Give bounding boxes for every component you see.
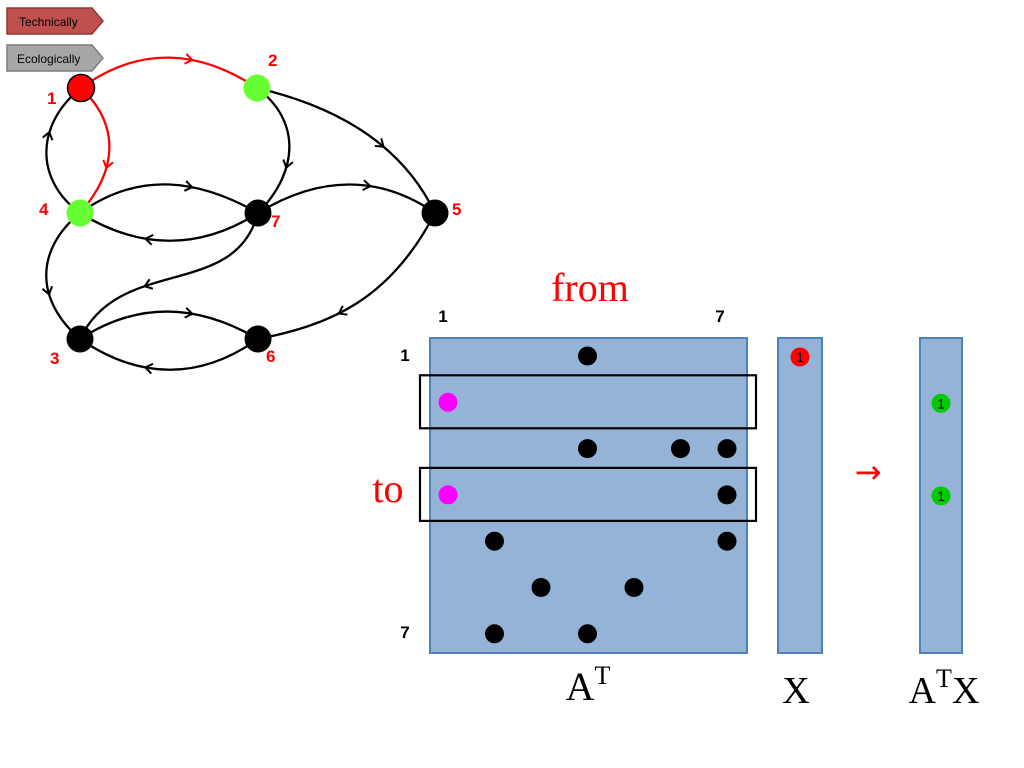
- matrix-entry-r6-c3: [531, 578, 551, 597]
- matrix-caption: AT: [566, 661, 611, 709]
- matrix-caption-sup: T: [595, 661, 611, 690]
- edge-1-2: [80, 56, 258, 89]
- graph-edges: [41, 53, 437, 375]
- matrix-row-highlights: [418, 374, 758, 522]
- matrix-row-start: 1: [400, 346, 409, 365]
- result-caption-base: A: [909, 670, 937, 712]
- edge-2-7: [256, 87, 291, 214]
- node-7: [244, 199, 272, 227]
- matrix-entry-r3-c6: [671, 439, 690, 459]
- arrowhead-icon: [143, 233, 154, 246]
- arrowhead-icon: [184, 53, 195, 65]
- matrix-entry-r3-c4: [578, 439, 597, 459]
- graph-nodes: [66, 73, 449, 353]
- edge-4-1: [45, 87, 82, 214]
- matrix-entry-r4-c7: [717, 485, 737, 505]
- arrowhead-icon: [374, 138, 385, 148]
- node-label-5: 5: [452, 200, 461, 219]
- node-5: [421, 199, 449, 227]
- result-entry-dot-2: [931, 393, 951, 413]
- edge-5-6: [257, 212, 437, 341]
- row-highlight-box-2: [418, 374, 758, 430]
- matrix-entry-r1-c4: [578, 346, 597, 366]
- arrowhead-icon: [282, 159, 294, 170]
- node-3: [66, 325, 94, 353]
- node-2: [243, 74, 271, 102]
- node-6: [244, 325, 272, 353]
- result-entry-dot-4: [931, 486, 951, 506]
- result-caption-sup: T: [936, 664, 952, 693]
- vector-x-entry-value-1: 1: [796, 349, 804, 365]
- edge-1-4: [79, 87, 111, 214]
- row-highlight-box-4: [418, 466, 758, 522]
- matrix-entry-r5-c7: [717, 531, 737, 551]
- result-caption: ATX: [909, 664, 980, 712]
- edge-4-7: [79, 183, 259, 214]
- arrowhead-icon: [362, 179, 372, 191]
- arrowhead-icon: [142, 278, 154, 290]
- node-1: [66, 73, 96, 103]
- arrowhead-icon: [337, 305, 348, 316]
- matrix-to-label: to: [372, 466, 403, 511]
- matrix-caption-base: A: [566, 664, 595, 709]
- edge-7-5: [257, 183, 436, 214]
- arrowhead-icon: [143, 362, 154, 375]
- edge-6-3: [79, 338, 259, 371]
- edge-7-4: [79, 212, 259, 242]
- matrix-entry-r5-c2: [485, 531, 504, 551]
- matrix-entry-r2-c1: [438, 392, 458, 412]
- edge-7-3: [78, 212, 260, 340]
- nav-tab-technically[interactable]: Technically: [6, 7, 104, 35]
- matrix-entry-r6-c5: [624, 578, 644, 597]
- node-label-4: 4: [39, 200, 49, 219]
- vector-x: [777, 337, 823, 654]
- node-4: [66, 199, 94, 227]
- arrowhead-icon: [184, 307, 195, 319]
- arrowhead-icon: [183, 180, 194, 192]
- matrix-entry-r3-c7: [717, 439, 737, 459]
- matrix-col-start: 1: [438, 307, 447, 326]
- vector-x-entries: 1: [790, 347, 810, 367]
- matrix-entries: [438, 346, 737, 644]
- arrowhead-icon: [42, 130, 54, 141]
- node-label-2: 2: [268, 51, 277, 70]
- node-label-7: 7: [271, 212, 280, 231]
- matrix-col-end: 7: [715, 307, 724, 326]
- node-label-3: 3: [50, 349, 59, 368]
- nav-tab-technically-label: Technically: [19, 15, 78, 29]
- result-caption-tail: X: [952, 670, 979, 712]
- edge-4-3: [45, 212, 81, 340]
- result-entry-value-2: 1: [937, 395, 945, 411]
- node-label-6: 6: [266, 347, 275, 366]
- matrix-at: [429, 337, 748, 654]
- nav-tab-ecologically-label: Ecologically: [17, 52, 80, 66]
- right-arrow-icon: →: [855, 453, 882, 491]
- graph-node-labels: 1 2 3 4 5 6 7: [39, 51, 461, 368]
- matrix-entry-r7-c4: [578, 624, 597, 644]
- nav-tab-ecologically[interactable]: Ecologically: [6, 44, 104, 72]
- result-vector-entries: 11: [931, 393, 951, 506]
- matrix-from-label: from: [551, 265, 629, 310]
- node-label-1: 1: [47, 89, 56, 108]
- matrix-entry-r7-c2: [485, 624, 504, 644]
- arrowhead-icon: [41, 285, 54, 296]
- matrix-row-end: 7: [400, 623, 409, 642]
- arrowhead-icon: [102, 159, 114, 170]
- result-entry-value-4: 1: [937, 488, 945, 504]
- edge-2-5: [256, 86, 437, 214]
- vector-x-entry-dot-1: [790, 347, 810, 367]
- edge-3-6: [79, 310, 259, 340]
- matrix-entry-r4-c1: [438, 485, 458, 505]
- vector-x-caption: X: [782, 670, 809, 712]
